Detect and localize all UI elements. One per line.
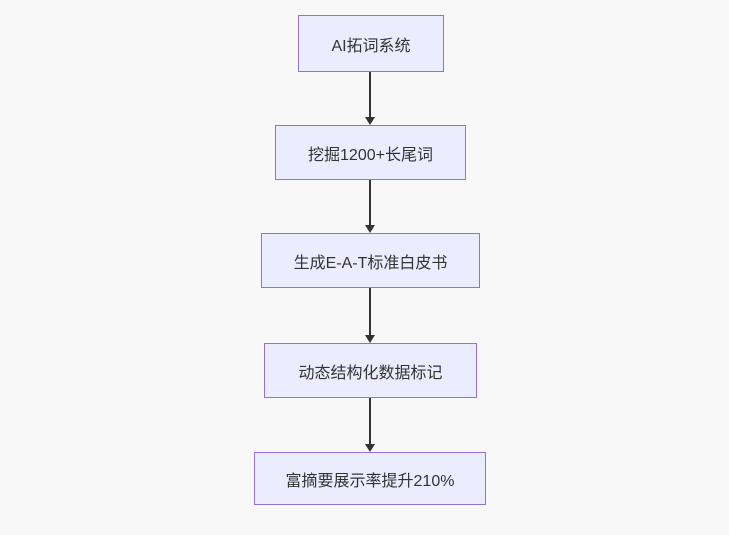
edge-d-to-e [364, 398, 376, 452]
flowchart-node-dynamic-structured-data-markup: 动态结构化数据标记 [264, 343, 477, 398]
flowchart-node-ai-word-expansion-system: AI拓词系统 [298, 15, 444, 72]
arrow-down-icon [365, 444, 375, 452]
edge-b-to-c [364, 180, 376, 233]
edge-line [369, 398, 371, 444]
flowchart-node-rich-snippet-rate-increase: 富摘要展示率提升210% [254, 452, 486, 505]
arrow-down-icon [365, 225, 375, 233]
arrow-down-icon [365, 117, 375, 125]
edge-line [369, 72, 371, 117]
node-label: 动态结构化数据标记 [298, 364, 443, 382]
flowchart-node-generate-eat-whitepaper: 生成E-A-T标准白皮书 [261, 233, 480, 288]
edge-line [369, 288, 371, 335]
edge-line [369, 180, 371, 225]
flowchart-node-mine-longtail-keywords: 挖掘1200+长尾词 [275, 125, 466, 180]
node-label: 生成E-A-T标准白皮书 [293, 254, 448, 272]
arrow-down-icon [365, 335, 375, 343]
node-label: 挖掘1200+长尾词 [308, 146, 433, 164]
edge-a-to-b [364, 72, 376, 125]
edge-c-to-d [364, 288, 376, 343]
node-label: 富摘要展示率提升210% [285, 472, 455, 490]
node-label: AI拓词系统 [331, 37, 411, 55]
